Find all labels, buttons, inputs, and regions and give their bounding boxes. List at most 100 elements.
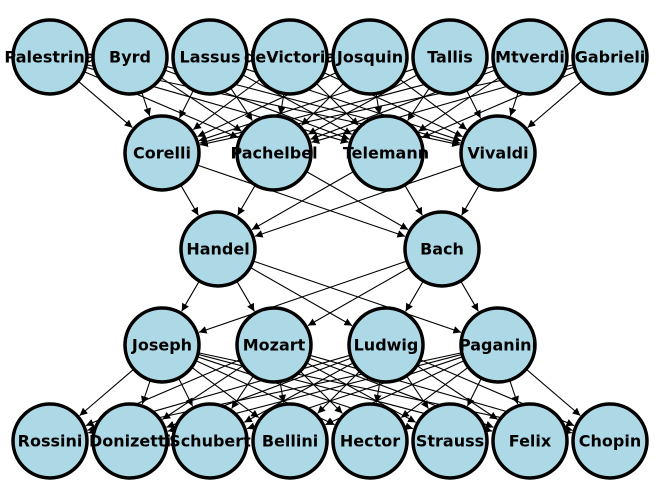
node-circle: [91, 402, 169, 480]
edge-telemann-to-handel: [251, 170, 355, 231]
node-paganini: Paganini: [459, 306, 537, 384]
edge-devictoria-to-corelli: [192, 78, 261, 131]
node-gabrieli: Gabrieli: [571, 18, 649, 96]
node-label: Hector: [340, 432, 400, 451]
node-label: Byrd: [109, 48, 151, 67]
edge-palestrina-to-corelli: [77, 80, 133, 129]
node-circle: [411, 18, 489, 96]
edge-paganini-to-strauss: [466, 377, 482, 407]
edge-paganini-to-felix: [509, 379, 519, 405]
node-label: Strauss: [416, 432, 484, 451]
edge-ludwig-to-strauss: [406, 375, 429, 409]
node-pachelbel: Pachelbel: [230, 114, 318, 192]
node-circle: [491, 18, 569, 96]
node-corelli: Corelli: [123, 114, 201, 192]
node-donizetti: Donizetti: [89, 402, 171, 480]
edge-paganini-to-chopin: [525, 368, 581, 417]
edge-mozart-to-hector: [299, 370, 343, 414]
node-label: Vivaldi: [467, 144, 528, 163]
node-circle: [11, 18, 89, 96]
edge-bach-to-ludwig: [405, 280, 424, 312]
edge-handel-to-paganini: [252, 260, 462, 334]
node-josquin: Josquin: [331, 18, 409, 96]
node-circle: [179, 210, 257, 288]
node-lassus: Lassus: [171, 18, 249, 96]
node-label: Gabrieli: [575, 48, 646, 67]
edge-mozart-to-donizetti: [162, 365, 244, 420]
node-circle: [91, 18, 169, 96]
node-label: Bach: [420, 240, 464, 259]
edge-gabrieli-to-vivaldi: [527, 80, 583, 129]
edge-devictoria-to-telemann: [315, 82, 359, 126]
node-label: Felix: [509, 432, 552, 451]
node-joseph: Joseph: [123, 306, 201, 384]
node-label: Paganini: [459, 336, 537, 355]
node-label: Joseph: [131, 336, 192, 355]
node-circle: [459, 114, 537, 192]
node-label: Ludwig: [354, 336, 419, 355]
edge-lassus-to-telemann: [242, 74, 353, 135]
node-circle: [171, 402, 249, 480]
node-circle: [235, 306, 313, 384]
node-byrd: Byrd: [91, 18, 169, 96]
edge-pachelbel-to-handel: [237, 184, 256, 216]
node-label: Donizetti: [89, 432, 171, 451]
node-mtverdi: Mtverdi: [491, 18, 569, 96]
node-label: Tallis: [427, 48, 473, 67]
node-circle: [571, 18, 649, 96]
edge-tallis-to-pachelbel: [307, 74, 418, 135]
edge-joseph-to-rossini: [79, 368, 135, 417]
node-tallis: Tallis: [411, 18, 489, 96]
node-rossini: Rossini: [11, 402, 89, 480]
node-circle: [331, 402, 409, 480]
node-label: deVictoria: [244, 48, 336, 67]
edge-mtverdi-to-telemann: [418, 77, 500, 132]
node-circle: [347, 306, 425, 384]
edge-lassus-to-corelli: [178, 89, 194, 119]
node-devictoria: deVictoria: [244, 18, 336, 96]
edge-joseph-to-donizetti: [141, 379, 151, 405]
edge-handel-to-ludwig: [249, 266, 353, 327]
node-circle: [11, 402, 89, 480]
node-vivaldi: Vivaldi: [459, 114, 537, 192]
edge-handel-to-joseph: [181, 280, 200, 312]
node-circle: [235, 114, 313, 192]
node-label: Corelli: [133, 144, 191, 163]
edge-ludwig-to-felix: [416, 365, 498, 420]
edge-paganini-to-hector: [400, 366, 469, 419]
node-mozart: Mozart: [235, 306, 313, 384]
edge-bach-to-joseph: [198, 260, 408, 334]
node-circle: [347, 114, 425, 192]
node-label: Josquin: [336, 48, 403, 67]
node-circle: [251, 402, 329, 480]
edge-handel-to-mozart: [236, 280, 255, 312]
node-circle: [403, 210, 481, 288]
edge-corelli-to-bach: [196, 164, 406, 238]
node-circle: [491, 402, 569, 480]
node-label: Pachelbel: [230, 144, 317, 163]
edge-vivaldi-to-handel: [254, 164, 464, 238]
edge-ludwig-to-schubert: [243, 362, 354, 423]
node-label: Lassus: [180, 48, 241, 67]
node-schubert: Schubert: [169, 402, 251, 480]
edge-josquin-to-pachelbel: [301, 82, 345, 126]
edge-bach-to-mozart: [307, 266, 411, 327]
edge-pachelbel-to-bach: [305, 170, 409, 231]
edge-corelli-to-handel: [180, 184, 199, 216]
node-hector: Hector: [331, 402, 409, 480]
node-circle: [123, 306, 201, 384]
node-circle: [171, 18, 249, 96]
node-circle: [123, 114, 201, 192]
node-felix: Felix: [491, 402, 569, 480]
node-bellini: Bellini: [251, 402, 329, 480]
node-circle: [571, 402, 649, 480]
node-label: Mtverdi: [495, 48, 565, 67]
edge-telemann-to-bach: [404, 184, 423, 216]
node-telemann: Telemann: [343, 114, 429, 192]
node-circle: [251, 18, 329, 96]
node-bach: Bach: [403, 210, 481, 288]
node-circle: [411, 402, 489, 480]
node-label: Palestrina: [4, 48, 95, 67]
